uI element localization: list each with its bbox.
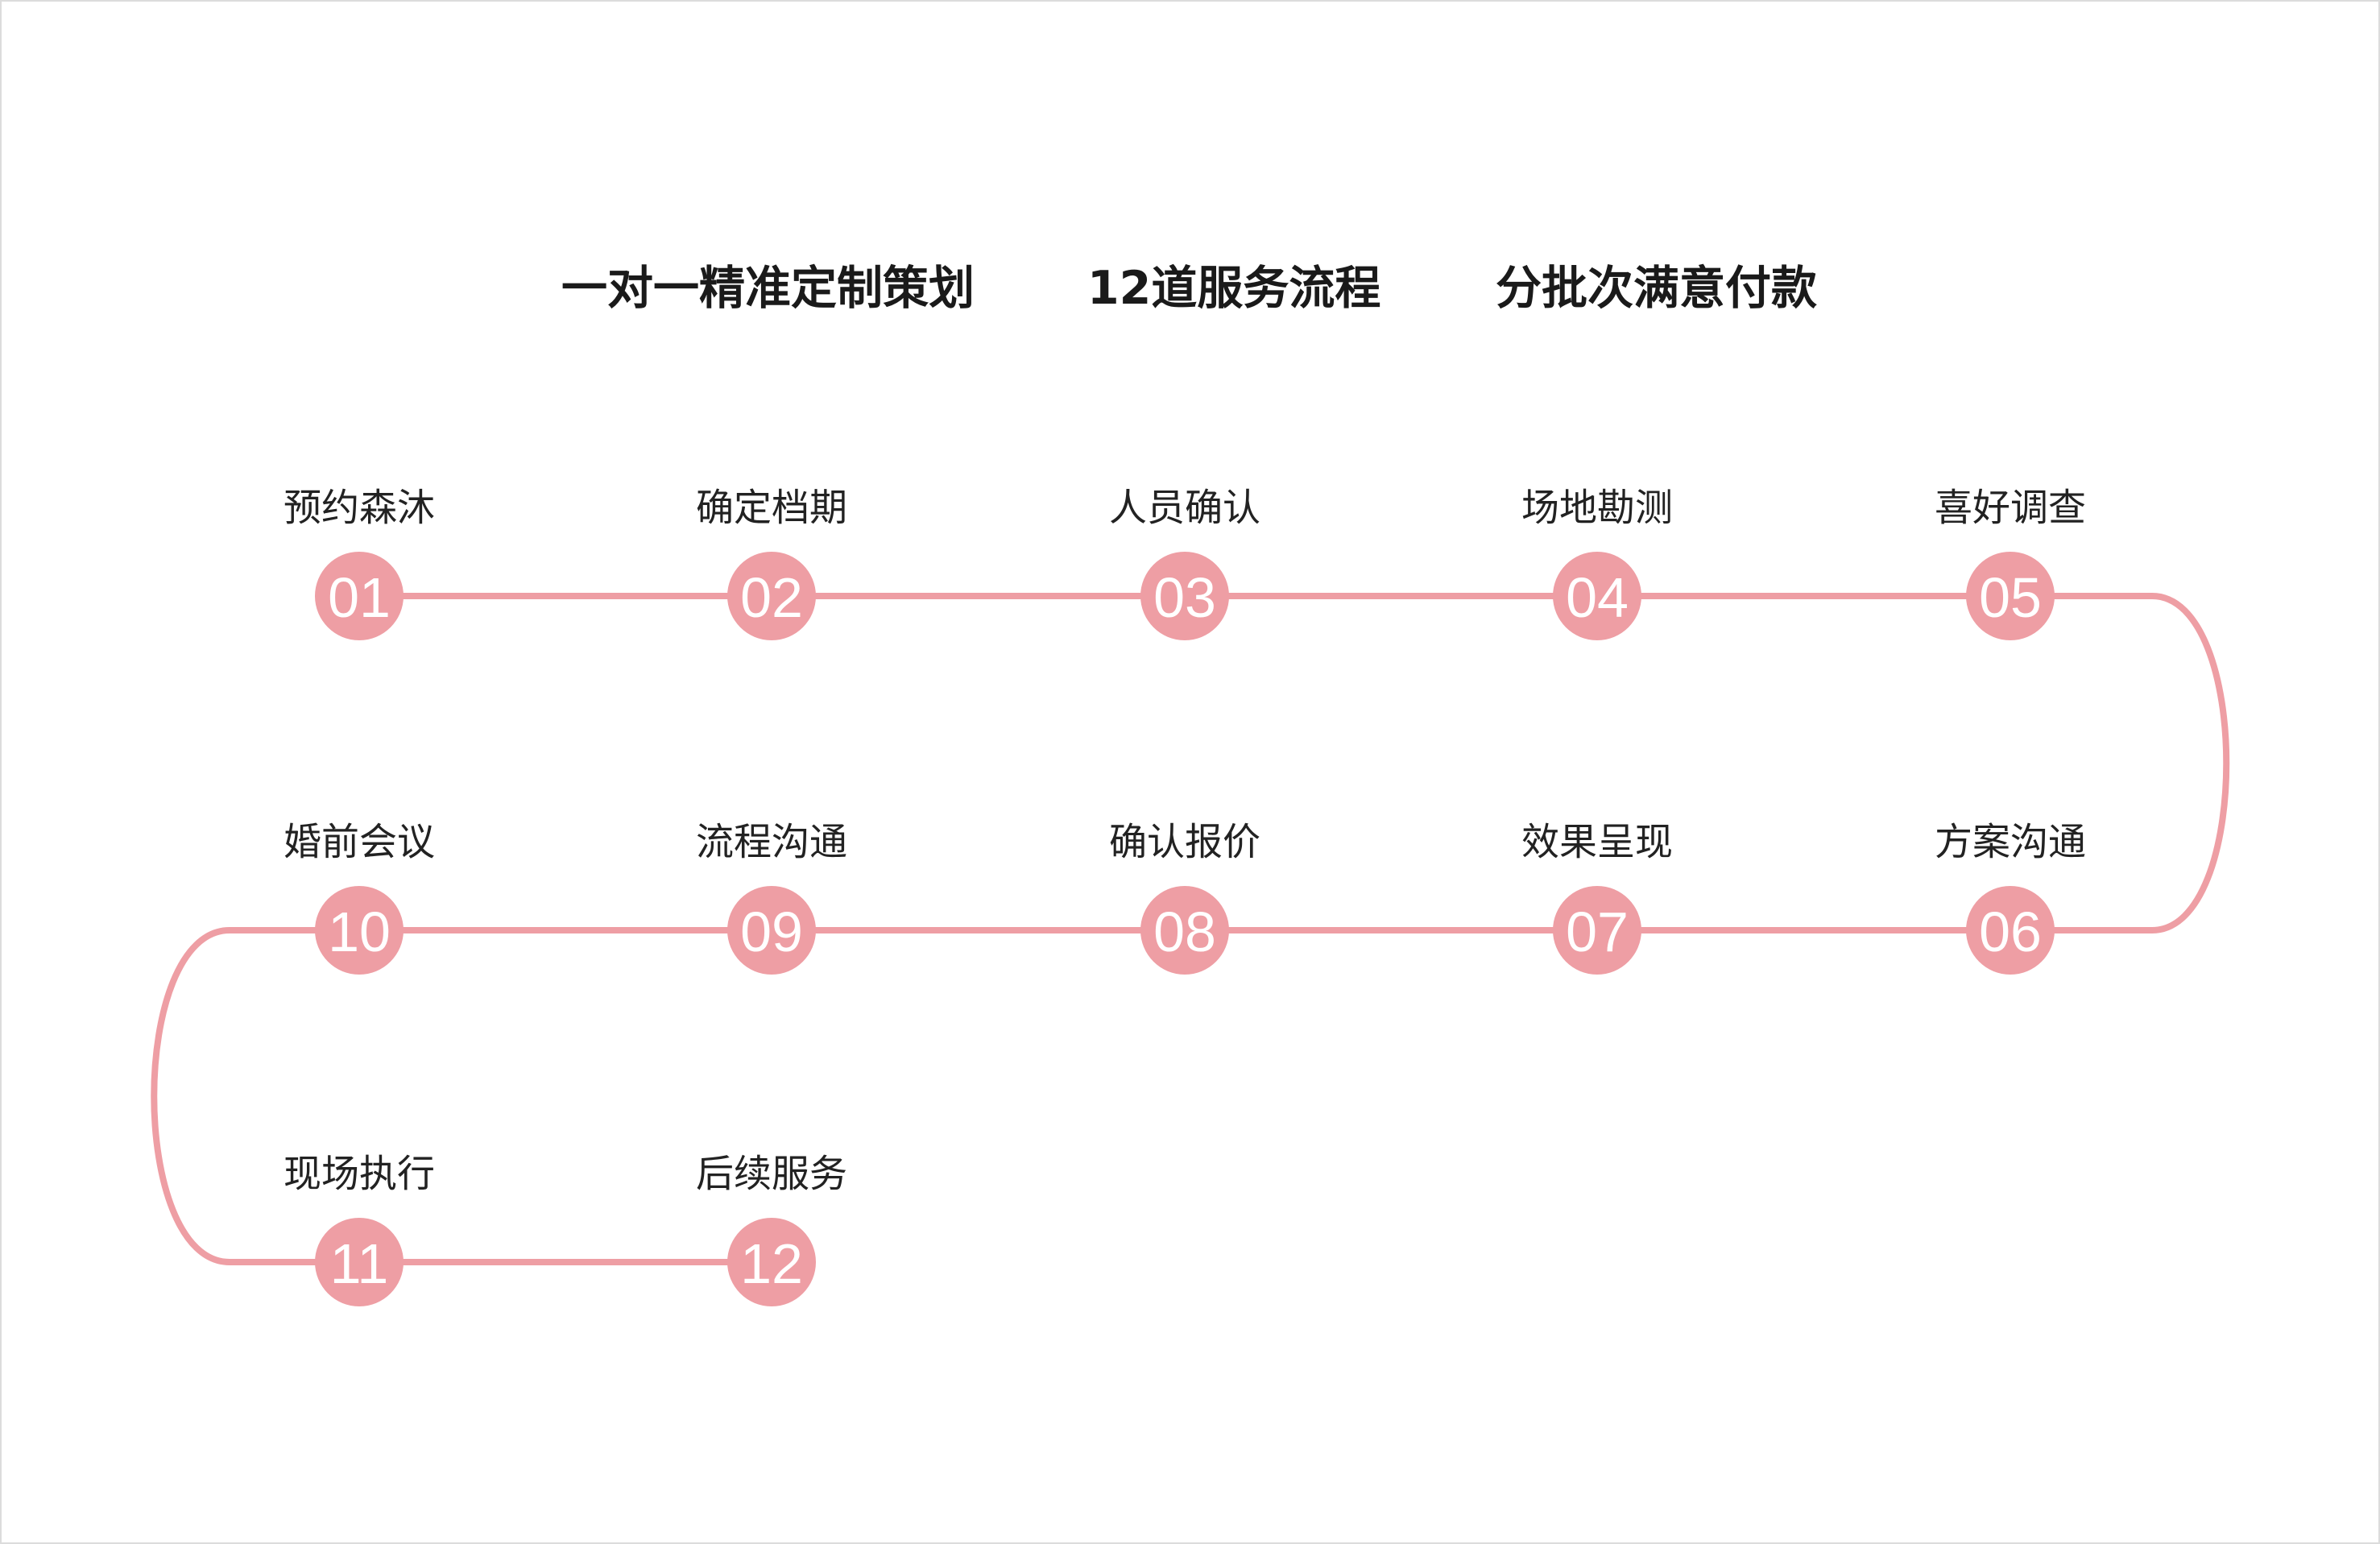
step-label: 流程沟通 — [696, 821, 847, 865]
step-circle — [1140, 552, 1229, 640]
step-circle — [727, 886, 816, 975]
step-circle — [1966, 552, 2055, 640]
step-label: 场地勘测 — [1521, 486, 1673, 531]
step-number: 08 — [1153, 900, 1216, 963]
flow-step: 预约森沐 01 — [284, 486, 435, 640]
step-number: 07 — [1566, 900, 1629, 963]
step-circle — [727, 552, 816, 640]
flow-step: 现场执行 11 — [284, 1153, 435, 1306]
step-label: 现场执行 — [284, 1153, 435, 1197]
step-label: 效果呈现 — [1521, 821, 1673, 865]
step-number: 02 — [740, 566, 803, 629]
flow-step: 流程沟通 09 — [696, 821, 847, 975]
headline-batch-payment: 分批次满意付款 — [1496, 262, 1817, 315]
step-number: 09 — [740, 900, 803, 963]
step-number: 12 — [740, 1232, 803, 1295]
flow-nodes: 预约森沐 01 确定档期 02 人员确认 03 场地勘测 04 喜好调查 05 方案沟通 06 效果呈现… — [284, 486, 2086, 1306]
step-number: 10 — [328, 900, 391, 963]
step-number: 03 — [1153, 566, 1216, 629]
step-number: 06 — [1979, 900, 2042, 963]
flow-step: 方案沟通 06 — [1935, 821, 2086, 975]
flow-step: 确认报价 08 — [1109, 821, 1260, 975]
step-label: 方案沟通 — [1935, 821, 2086, 865]
headline-service-process: 12道服务流程 — [1087, 262, 1381, 315]
step-number: 05 — [1979, 566, 2042, 629]
step-circle — [315, 886, 404, 975]
step-number: 11 — [330, 1232, 389, 1295]
step-label: 婚前会议 — [284, 821, 435, 865]
step-label: 人员确认 — [1109, 486, 1260, 531]
step-label: 确定档期 — [696, 486, 847, 531]
step-circle — [315, 552, 404, 640]
step-label: 预约森沐 — [284, 486, 435, 531]
step-number: 04 — [1566, 566, 1629, 629]
flow-step: 喜好调查 05 — [1935, 486, 2086, 640]
headline-custom-planning: 一对一精准定制策划 — [561, 262, 975, 315]
step-label: 后续服务 — [696, 1153, 847, 1197]
flow-step: 效果呈现 07 — [1521, 821, 1673, 975]
flow-step: 确定档期 02 — [696, 486, 847, 640]
step-circle — [315, 1218, 404, 1306]
step-label: 喜好调查 — [1935, 486, 2086, 531]
step-number: 01 — [328, 566, 391, 629]
step-circle — [1140, 886, 1229, 975]
flow-step: 人员确认 03 — [1109, 486, 1260, 640]
flow-step: 场地勘测 04 — [1521, 486, 1673, 640]
step-circle — [1553, 552, 1641, 640]
step-circle — [1966, 886, 2055, 975]
step-circle — [727, 1218, 816, 1306]
flow-step: 后续服务 12 — [696, 1153, 847, 1306]
step-circle — [1553, 886, 1641, 975]
flow-step: 婚前会议 10 — [284, 821, 435, 975]
step-label: 确认报价 — [1109, 821, 1260, 865]
